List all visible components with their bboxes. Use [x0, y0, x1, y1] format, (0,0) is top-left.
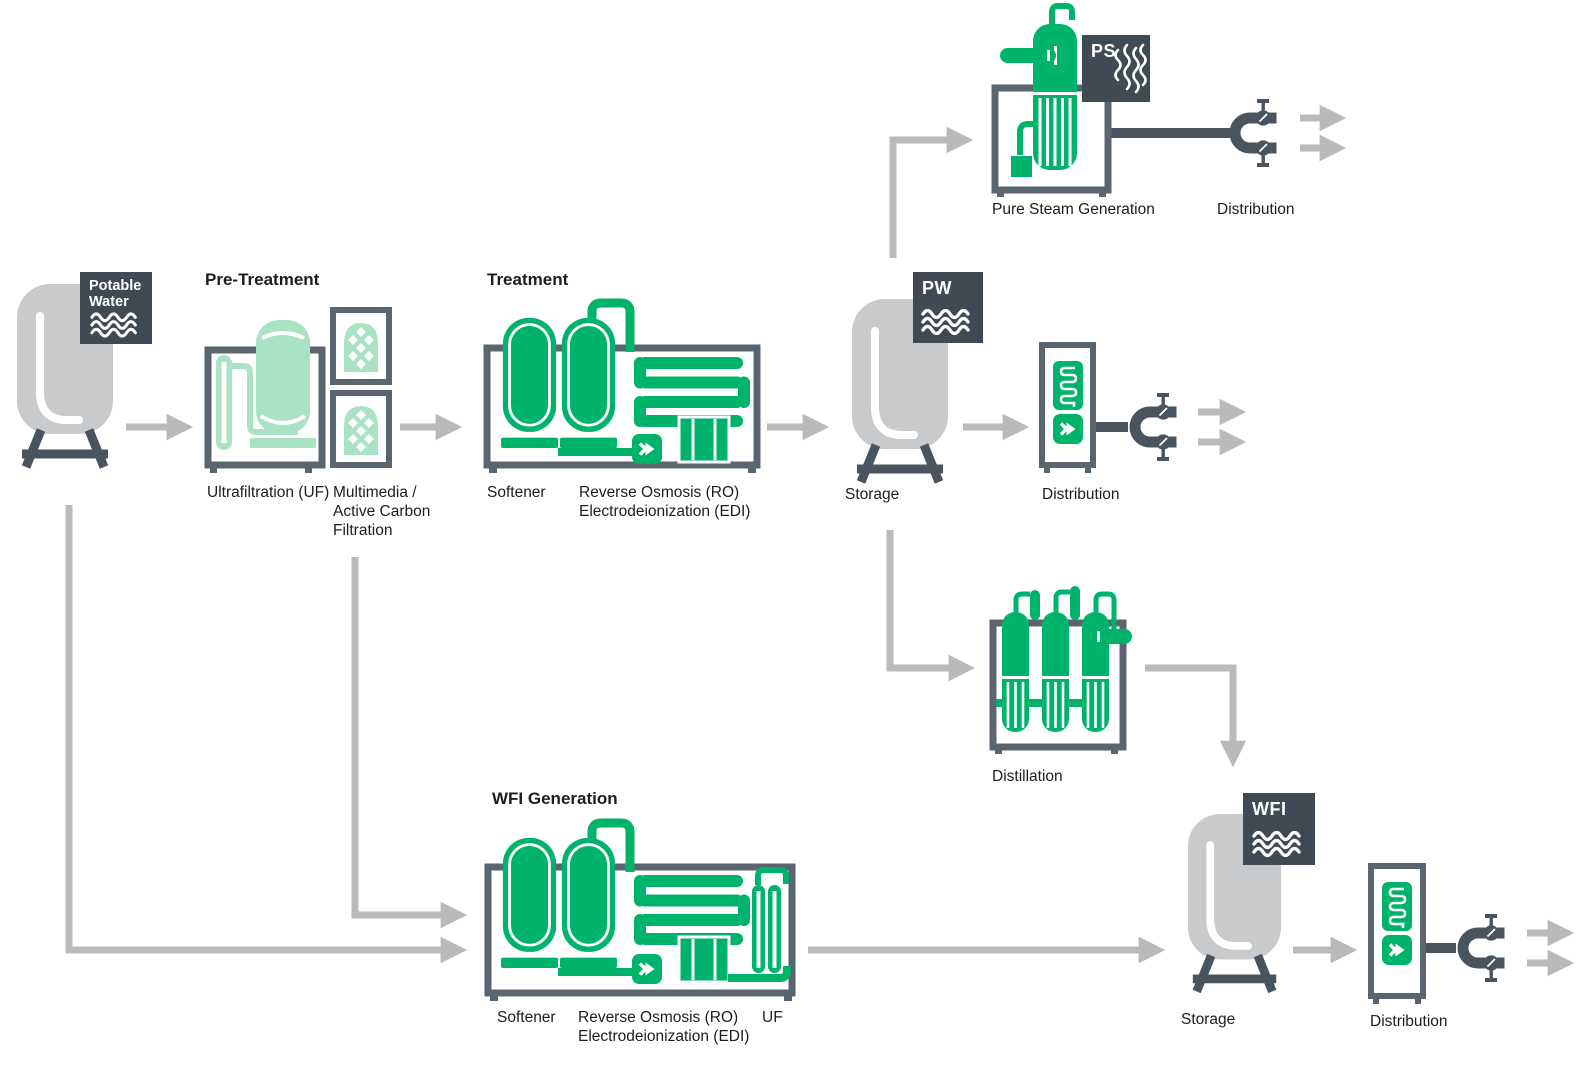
potable-water-badge: Potable Water [80, 272, 152, 344]
ps-distribution-label: Distribution [1217, 201, 1295, 218]
pw-distribution-label: Distribution [1042, 486, 1120, 503]
ro-membranes-icon [634, 875, 750, 945]
uf-columns-icon [728, 867, 791, 982]
arrow-pw-storage-to-distillation [886, 530, 976, 682]
distillation-unit [989, 586, 1132, 754]
pw-storage-label: Storage [845, 486, 900, 503]
wfi-distribution-frame [1368, 863, 1426, 999]
pw-badge-label: PW [922, 278, 952, 298]
pump-icon [630, 432, 664, 466]
ro-edi-label: Reverse Osmosis (RO) Electrodeionization… [579, 484, 751, 520]
arrow-pw-storage-to-pure-steam [889, 126, 974, 258]
arrow-pretreatment-to-wfi-generation [351, 557, 468, 929]
still-columns-icon [996, 586, 1132, 732]
wfi-ro-edi-label: Reverse Osmosis (RO) Electrodeionization… [578, 1009, 750, 1045]
pw-distribution-frame [1039, 342, 1096, 468]
wfi-uf-label: UF [762, 1009, 783, 1026]
arrow-distillation-to-wfi-storage [1145, 664, 1247, 768]
pw-distribution-valve-icon [1135, 393, 1177, 461]
wfi-softener-label: Softener [497, 1009, 556, 1026]
softener-tank-icon [499, 836, 560, 970]
edi-module-icon [677, 935, 731, 984]
arrow-source-to-wfi-generation [65, 505, 468, 964]
treatment-frame [483, 344, 761, 469]
ultrafiltration-icon [216, 320, 316, 450]
multimedia-filter-icon [333, 310, 389, 382]
wfi-badge-label: WFI [1252, 799, 1287, 819]
ps-badge-label: PS [1091, 41, 1117, 61]
pure-steam-generator [991, 2, 1112, 197]
ultrafiltration-label: Ultrafiltration (UF) [207, 484, 330, 501]
pw-badge: PW [913, 272, 983, 343]
wfi-distribution-valve-icon [1463, 914, 1505, 982]
pre-treatment-unit [204, 310, 389, 473]
flow-connectors [65, 104, 1575, 977]
pump-icon [630, 952, 664, 986]
softener-tank-icon [558, 836, 619, 970]
softener-tank-icon [558, 316, 619, 450]
potable-water-badge-label: Potable Water [89, 278, 142, 310]
steam-column-icon [1000, 2, 1077, 177]
distribution-pipes [1094, 128, 1456, 953]
pw-distribution-unit [1039, 342, 1096, 473]
wfi-generation-unit [484, 818, 796, 1001]
water-waves-icon [921, 309, 970, 335]
multimedia-label: Multimedia / Active Carbon Filtration [333, 484, 431, 539]
softener-tank-icon [499, 316, 560, 450]
wfi-distribution-unit [1368, 863, 1426, 1004]
distillation-label: Distillation [992, 768, 1063, 785]
wfi-generation-title: WFI Generation [492, 789, 618, 808]
wfi-storage-label: Storage [1181, 1011, 1236, 1028]
water-waves-icon [90, 312, 137, 338]
softener-label: Softener [487, 484, 546, 501]
heat-exchanger-icon [1051, 359, 1085, 412]
pump-icon [1051, 412, 1085, 446]
water-waves-icon [1252, 831, 1301, 857]
treatment-unit [483, 298, 761, 473]
pump-icon [1380, 933, 1414, 967]
active-carbon-filter-icon [333, 393, 389, 465]
wfi-generation-frame [484, 863, 796, 997]
edi-module-icon [677, 415, 731, 464]
pre-treatment-title: Pre-Treatment [205, 270, 320, 289]
heat-exchanger-icon [1380, 880, 1414, 933]
treatment-title: Treatment [487, 270, 569, 289]
wfi-distribution-label: Distribution [1370, 1013, 1448, 1030]
ps-badge: PS [1082, 35, 1150, 102]
steam-waves-icon [1114, 43, 1147, 94]
pure-steam-generation-label: Pure Steam Generation [992, 201, 1155, 218]
wfi-badge: WFI [1243, 793, 1315, 865]
ps-distribution-valve-icon [1235, 99, 1277, 167]
